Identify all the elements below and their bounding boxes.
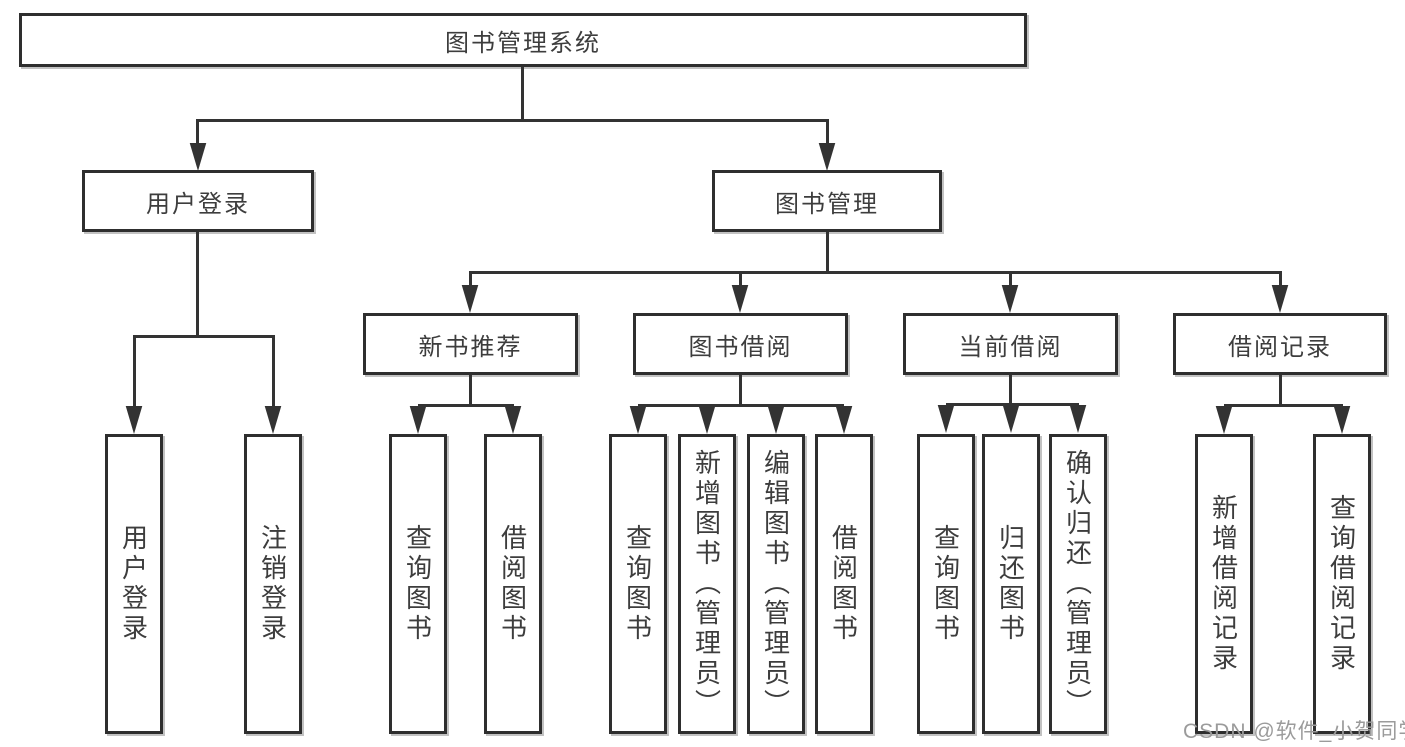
connector-line <box>196 119 199 146</box>
arrow-down-icon <box>125 406 143 434</box>
arrow-down-icon <box>937 405 955 433</box>
connector-line <box>739 271 742 288</box>
arrow-down-icon <box>409 406 427 434</box>
connector-line <box>196 232 199 336</box>
node-user-login: 用户登录 <box>82 170 314 232</box>
connector-line <box>826 232 829 273</box>
node-borrow-records: 借阅记录 <box>1173 313 1387 375</box>
connector-line <box>469 271 1281 274</box>
arrow-down-icon <box>1215 406 1233 434</box>
arrow-down-icon <box>504 406 522 434</box>
connector-line <box>1224 404 1343 407</box>
node-br-query-record: 查询借阅记录 <box>1313 434 1371 734</box>
arrow-down-icon <box>835 406 853 434</box>
node-book-borrow: 图书借阅 <box>633 313 848 375</box>
node-nbr-borrow-books: 借阅图书 <box>484 434 542 734</box>
arrow-down-icon <box>731 285 749 313</box>
arrow-down-icon <box>461 285 479 313</box>
connector-line <box>418 404 514 407</box>
connector-line <box>946 403 1079 406</box>
connector-line <box>133 335 136 408</box>
arrow-down-icon <box>1271 285 1289 313</box>
node-logout-leaf: 注销登录 <box>244 434 302 734</box>
node-current-borrow: 当前借阅 <box>903 313 1118 375</box>
node-bb-edit-books-admin: 编辑图书（管理员） <box>747 434 805 734</box>
connector-line <box>1279 271 1282 288</box>
connector-line <box>1279 375 1282 407</box>
node-new-book-recommend: 新书推荐 <box>363 313 578 375</box>
connector-line <box>521 67 524 120</box>
arrow-down-icon <box>1333 406 1351 434</box>
connector-line <box>1009 375 1012 406</box>
connector-line <box>197 119 829 122</box>
arrow-down-icon <box>698 406 716 434</box>
node-cb-confirm-return-admin: 确认归还（管理员） <box>1049 434 1107 734</box>
arrow-down-icon <box>818 143 836 171</box>
connector-line <box>272 335 275 408</box>
connector-line <box>134 335 275 338</box>
node-bb-query-books: 查询图书 <box>609 434 667 734</box>
connector-line <box>1009 271 1012 288</box>
arrow-down-icon <box>1001 285 1019 313</box>
arrow-down-icon <box>629 406 647 434</box>
node-book-management: 图书管理 <box>712 170 942 232</box>
node-nbr-query-books: 查询图书 <box>389 434 447 734</box>
connector-line <box>826 119 829 146</box>
connector-line <box>469 271 472 288</box>
connector-line <box>739 375 742 407</box>
connector-line <box>638 404 844 407</box>
arrow-down-icon <box>767 406 785 434</box>
csdn-watermark: CSDN @软件_小贺同学 <box>1183 720 1405 743</box>
arrow-down-icon <box>1002 405 1020 433</box>
node-bb-borrow-books: 借阅图书 <box>815 434 873 734</box>
node-br-add-record: 新增借阅记录 <box>1195 434 1253 734</box>
arrow-down-icon <box>1069 405 1087 433</box>
node-bb-add-books-admin: 新增图书（管理员） <box>678 434 736 734</box>
arrow-down-icon <box>264 406 282 434</box>
arrow-down-icon <box>189 143 207 171</box>
node-root: 图书管理系统 <box>19 13 1027 67</box>
node-cb-return-books: 归还图书 <box>982 434 1040 734</box>
node-cb-query-books: 查询图书 <box>917 434 975 734</box>
connector-line <box>469 375 472 407</box>
node-user-login-leaf: 用户登录 <box>105 434 163 734</box>
